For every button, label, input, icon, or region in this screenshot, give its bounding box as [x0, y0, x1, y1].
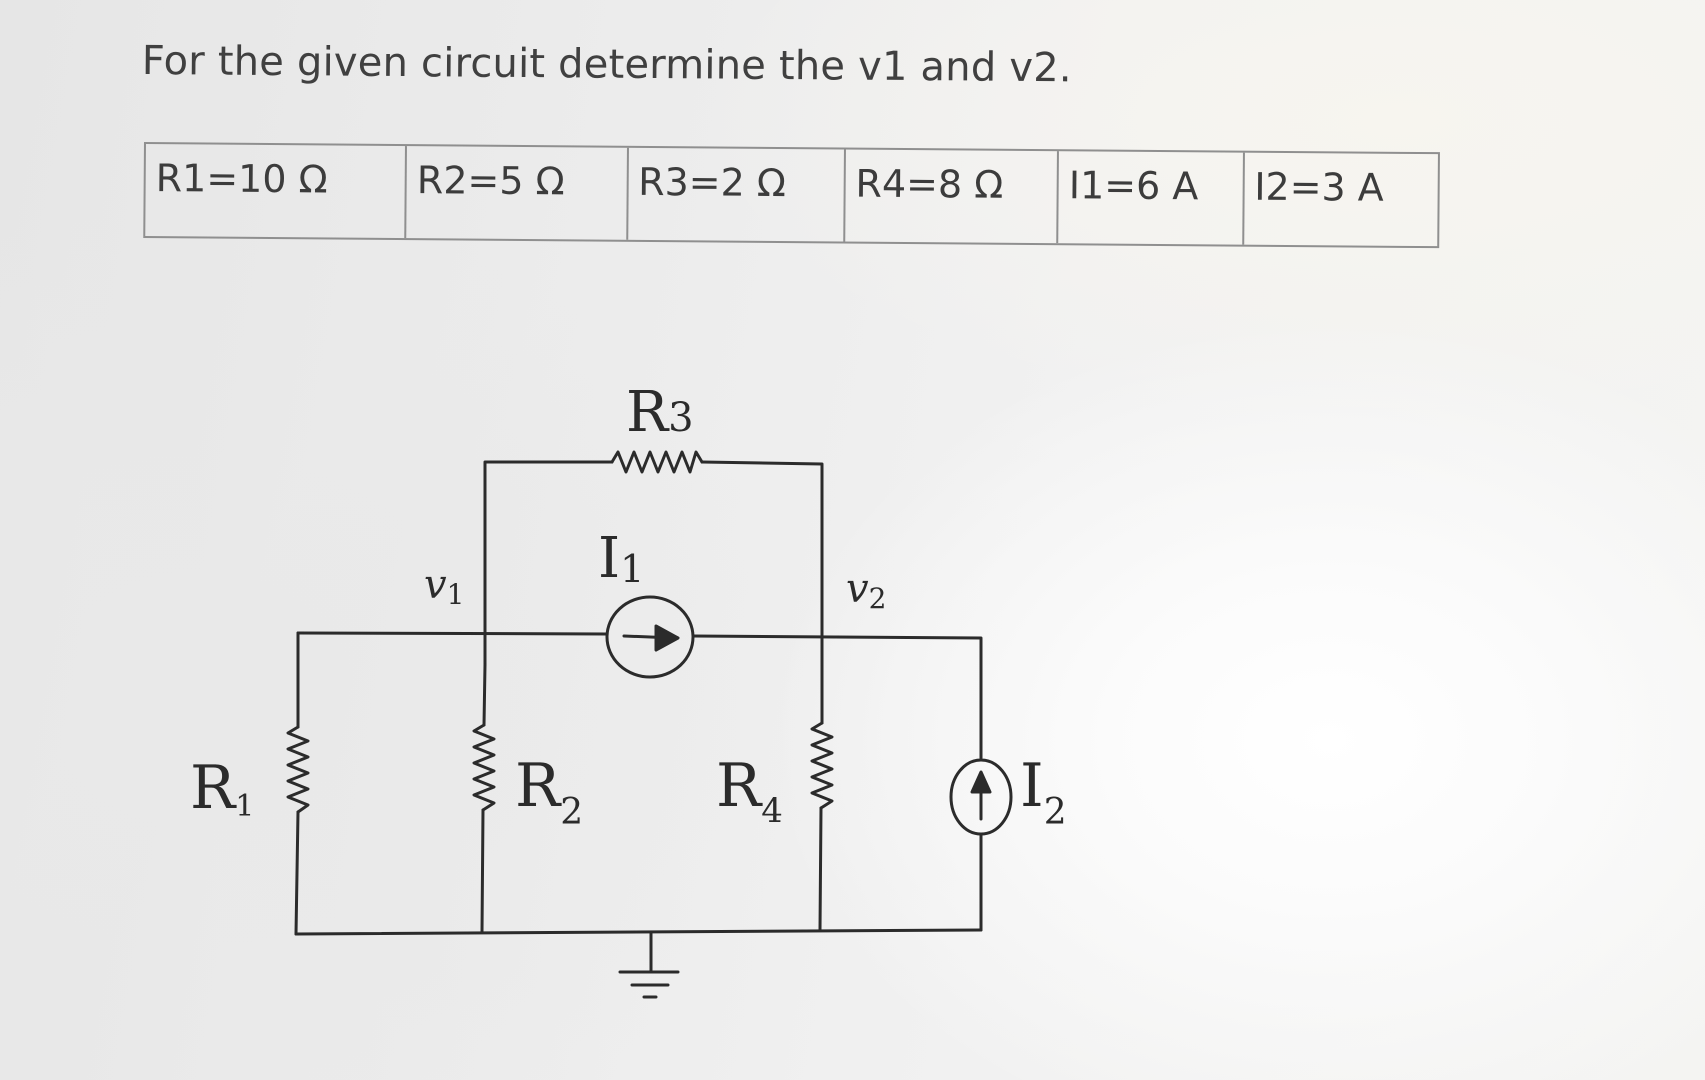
i1-label-sub: 1	[620, 547, 644, 591]
v1-label-sub: 1	[447, 578, 465, 611]
r4-resistor	[810, 721, 834, 810]
r3-label-main: R	[626, 380, 670, 445]
i2-label-sub: 2	[1044, 792, 1067, 833]
wire-r2-top	[482, 663, 487, 727]
v2-label-main: v	[846, 566, 869, 612]
i2-label: I2	[1020, 751, 1067, 833]
v2-label: v2	[846, 566, 886, 615]
i1-arrowhead	[654, 624, 680, 652]
r3-label: R3	[626, 380, 694, 445]
r2-label-sub: 2	[560, 792, 583, 833]
r2-label: R2	[515, 751, 583, 833]
i1-label-main: I	[598, 526, 620, 591]
r4-label: R4	[716, 751, 783, 831]
i2-label-main: I	[1020, 751, 1044, 821]
v1-label: v1	[424, 562, 464, 611]
r1-resistor	[286, 725, 310, 814]
wire-top	[483, 460, 824, 667]
wire-middle-right	[691, 634, 983, 760]
r2-label-main: R	[515, 751, 562, 821]
wire-bottom	[294, 928, 983, 936]
r4-label-sub: 4	[761, 791, 783, 831]
ground-symbol	[618, 931, 680, 999]
i1-source	[605, 595, 695, 679]
r4-label-main: R	[716, 751, 763, 821]
v2-label-sub: 2	[869, 582, 887, 615]
r1-label-sub: 1	[235, 789, 254, 824]
i1-label: I1	[598, 526, 644, 591]
r3-resistor	[610, 450, 704, 474]
v1-label-main: v	[424, 562, 447, 608]
wire-r4-bottom	[818, 806, 823, 932]
wire-middle-left	[296, 631, 609, 636]
wire-r1-bottom	[294, 810, 300, 936]
r1-label-main: R	[190, 753, 237, 823]
wire-r2-bottom	[480, 808, 485, 934]
r2-resistor	[472, 723, 496, 812]
r3-label-sub: 3	[668, 395, 693, 441]
r1-label: R1	[190, 753, 254, 824]
i2-arrowhead	[970, 770, 992, 794]
